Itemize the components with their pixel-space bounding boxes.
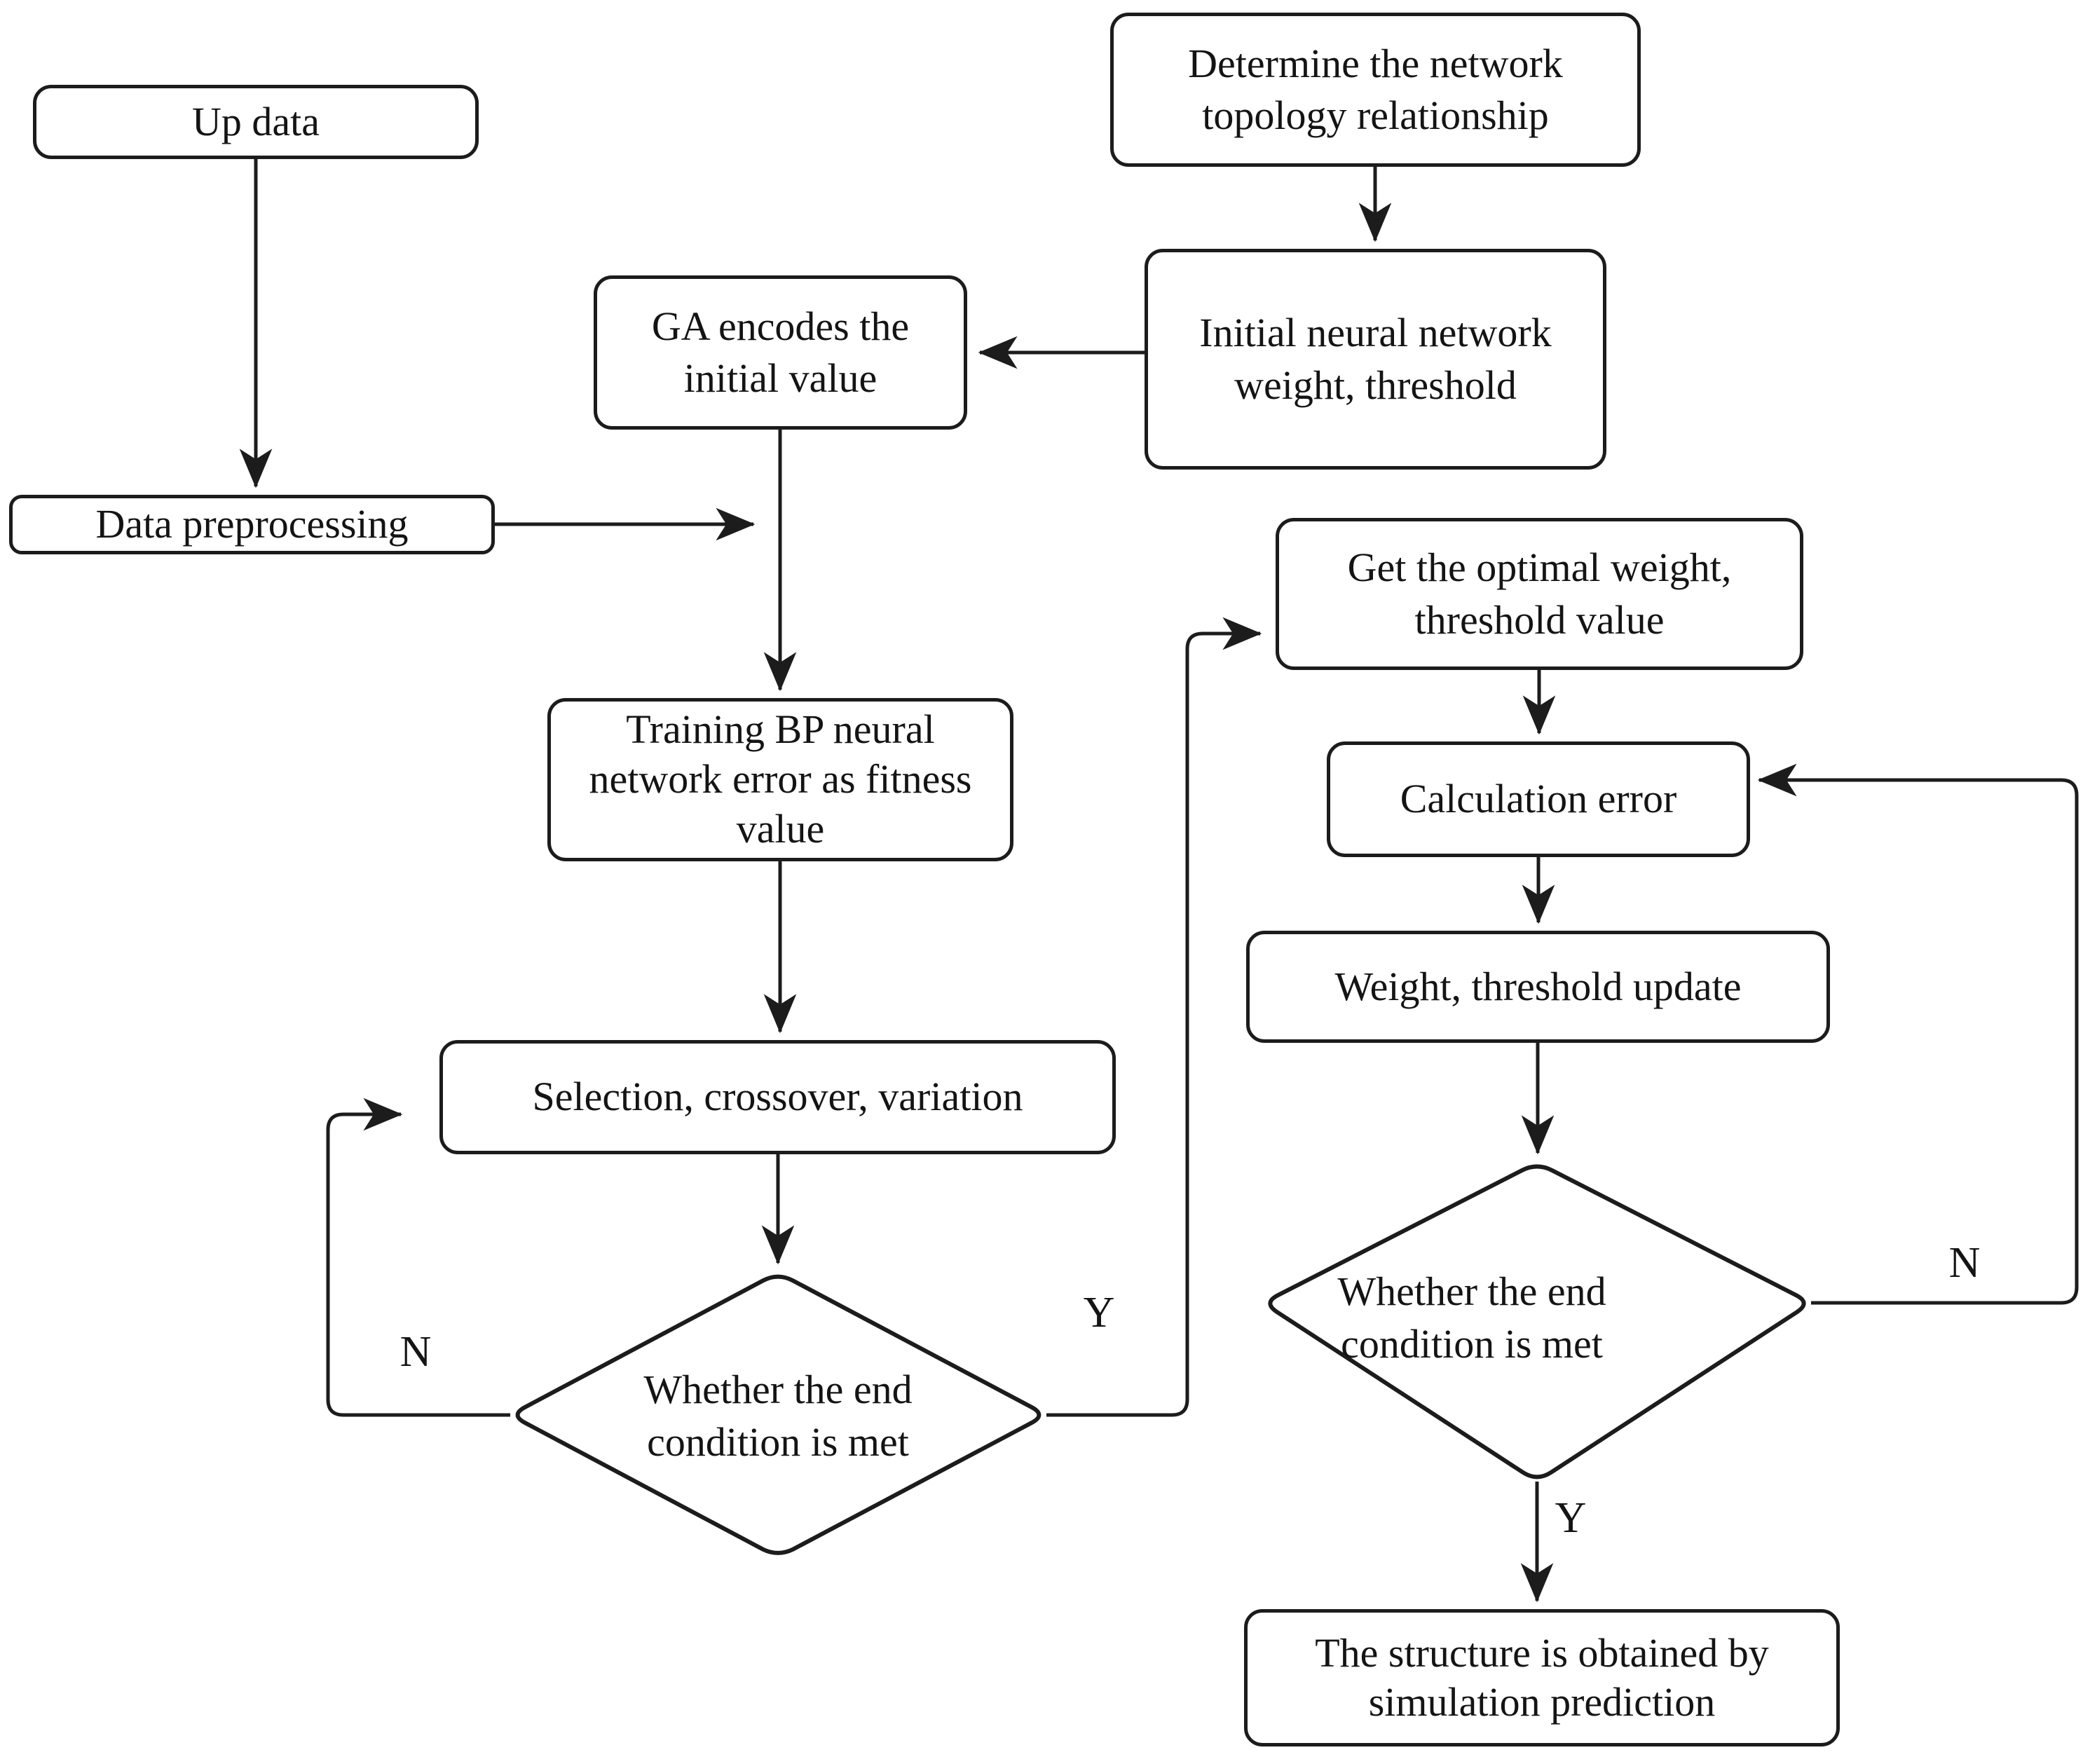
node-training-bp: Training BP neural network error as fitn… — [547, 698, 1013, 861]
ga-yes-label: Y — [1083, 1289, 1115, 1336]
node-initial-weights-label: Initial neural network weight, threshold — [1199, 310, 1552, 408]
edge-ga-no-loop — [326, 1098, 510, 1417]
node-up-data: Up data — [33, 85, 479, 159]
node-initial-weights: Initial neural network weight, threshold — [1145, 249, 1606, 470]
node-result: The structure is obtained by simulation … — [1244, 1609, 1840, 1746]
bp-no-label: N — [1948, 1239, 1981, 1287]
node-selection-label: Selection, crossover, variation — [532, 1074, 1023, 1120]
bp-end-condition-diamond — [1268, 1164, 1806, 1479]
node-determine-topology-label: Determine the network topology relations… — [1188, 40, 1563, 138]
node-selection: Selection, crossover, variation — [439, 1040, 1116, 1154]
node-weight-update: Weight, threshold update — [1246, 931, 1830, 1043]
ga-no-label: N — [399, 1328, 432, 1376]
node-weight-update-label: Weight, threshold update — [1334, 963, 1742, 1009]
node-get-optimal: Get the optimal weight, threshold value — [1276, 518, 1803, 670]
node-training-bp-label: Training BP neural network error as fitn… — [589, 706, 972, 852]
node-calculation-error: Calculation error — [1327, 741, 1750, 857]
node-up-data-label: Up data — [192, 98, 320, 144]
node-data-preprocessing: Data preprocessing — [9, 495, 495, 554]
node-result-label: The structure is obtained by simulation … — [1315, 1630, 1769, 1725]
bp-yes-label: Y — [1555, 1494, 1587, 1542]
node-ga-encode-label: GA encodes the initial value — [651, 303, 910, 401]
node-ga-encode: GA encodes the initial value — [594, 275, 967, 430]
edge-bp-no-loop — [1757, 763, 2079, 1305]
ga-end-condition-diamond — [515, 1274, 1041, 1555]
node-get-optimal-label: Get the optimal weight, threshold value — [1347, 545, 1732, 643]
edge-ga-yes — [1046, 617, 1262, 1417]
node-data-preprocessing-label: Data preprocessing — [95, 501, 409, 547]
node-determine-topology: Determine the network topology relations… — [1110, 13, 1641, 167]
node-calculation-error-label: Calculation error — [1400, 776, 1677, 822]
